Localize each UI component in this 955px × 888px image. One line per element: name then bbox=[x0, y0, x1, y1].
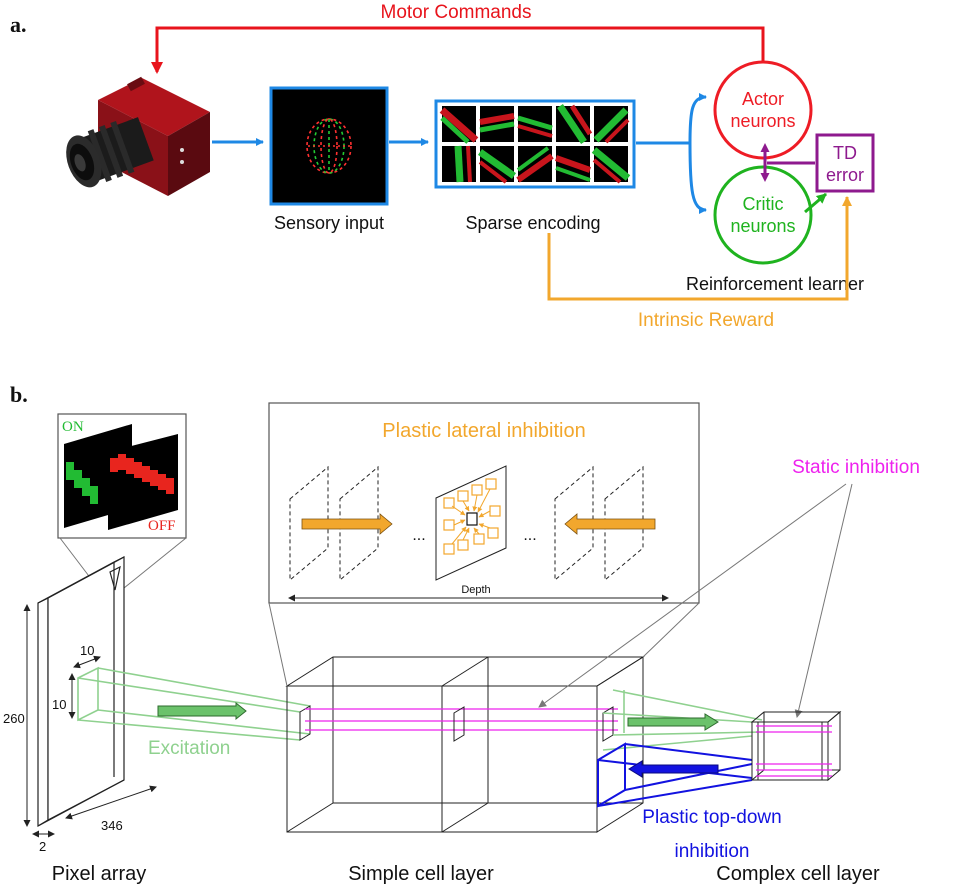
dim-260: 260 bbox=[3, 711, 25, 726]
excitation-arrow-2 bbox=[627, 713, 719, 731]
plastic-top-down-label-2: inhibition bbox=[675, 841, 750, 862]
on-label: ON bbox=[62, 419, 84, 435]
excitation-field bbox=[77, 666, 311, 741]
critic-label-2: neurons bbox=[730, 216, 795, 236]
pixel-array-label: Pixel array bbox=[52, 863, 146, 885]
intrinsic-reward-label: Intrinsic Reward bbox=[638, 310, 774, 331]
dim-346: 346 bbox=[101, 818, 123, 833]
panel-b-label: b. bbox=[10, 382, 28, 407]
reinforcement-learner-label: Reinforcement learner bbox=[686, 274, 864, 294]
simple-cell-layer-label: Simple cell layer bbox=[348, 863, 494, 885]
motor-commands-arrow bbox=[151, 26, 765, 88]
to-critic-arrow bbox=[688, 142, 707, 214]
receptive-field-patches bbox=[439, 104, 631, 184]
critic-label-1: Critic bbox=[743, 194, 784, 214]
lateral-callout-lines bbox=[268, 602, 700, 687]
simple-layer-slice-end bbox=[602, 706, 614, 742]
panel-a-label: a. bbox=[10, 12, 27, 37]
top-down-arrow bbox=[628, 760, 719, 778]
actor-label-2: neurons bbox=[730, 111, 795, 131]
dim-2: 2 bbox=[39, 839, 46, 854]
complex-cell-layer-label: Complex cell layer bbox=[716, 863, 880, 885]
to-actor-arrow bbox=[688, 93, 707, 144]
off-label: OFF bbox=[148, 518, 176, 534]
critic-to-td-arrow bbox=[804, 192, 827, 214]
lateral-arrow-right bbox=[301, 513, 393, 535]
pixel-array-plate bbox=[37, 555, 125, 828]
depth-label: Depth bbox=[461, 584, 490, 596]
motor-commands-label: Motor Commands bbox=[381, 2, 532, 23]
critic-neurons-node bbox=[713, 165, 813, 265]
actor-neurons-node bbox=[713, 60, 813, 160]
static-inhibition-plane bbox=[305, 708, 618, 731]
simple-cell-layer-box bbox=[285, 656, 645, 833]
plastic-top-down-label-1: Plastic top-down bbox=[642, 807, 781, 828]
td-error-box bbox=[815, 133, 875, 193]
top-down-field bbox=[597, 742, 753, 808]
plastic-lateral-label: Plastic lateral inhibition bbox=[382, 420, 585, 442]
ellipsis-right: ... bbox=[523, 527, 536, 544]
ellipsis-left: ... bbox=[412, 527, 425, 544]
actor-label-1: Actor bbox=[742, 89, 784, 109]
off-events bbox=[110, 454, 174, 494]
static-inhibition-label: Static inhibition bbox=[792, 457, 920, 478]
camera-icon bbox=[66, 76, 210, 196]
complex-static-inhibition bbox=[756, 725, 832, 777]
static-inhibition-pointer-complex bbox=[794, 483, 853, 718]
simple-layer-slice bbox=[453, 706, 465, 742]
pixel-array-dimensions bbox=[23, 604, 157, 838]
excitation-label: Excitation bbox=[148, 738, 230, 759]
dim-10-side: 10 bbox=[52, 697, 66, 712]
lateral-inhibition-plane bbox=[435, 465, 507, 581]
intrinsic-reward-arrow bbox=[547, 196, 852, 301]
excitation-to-complex bbox=[602, 689, 763, 751]
td-label-1: TD bbox=[833, 143, 857, 163]
lateral-arrow-left bbox=[564, 513, 656, 535]
sensory-input-label: Sensory input bbox=[274, 213, 384, 233]
static-inhibition-pointer-simple bbox=[538, 483, 847, 708]
excitation-arrow bbox=[157, 701, 247, 721]
on-events bbox=[66, 462, 98, 504]
sensory-sphere-image bbox=[306, 118, 352, 174]
sparse-encoding-label: Sparse encoding bbox=[465, 213, 600, 233]
td-label-2: error bbox=[826, 165, 864, 185]
dim-10-top: 10 bbox=[80, 643, 94, 658]
